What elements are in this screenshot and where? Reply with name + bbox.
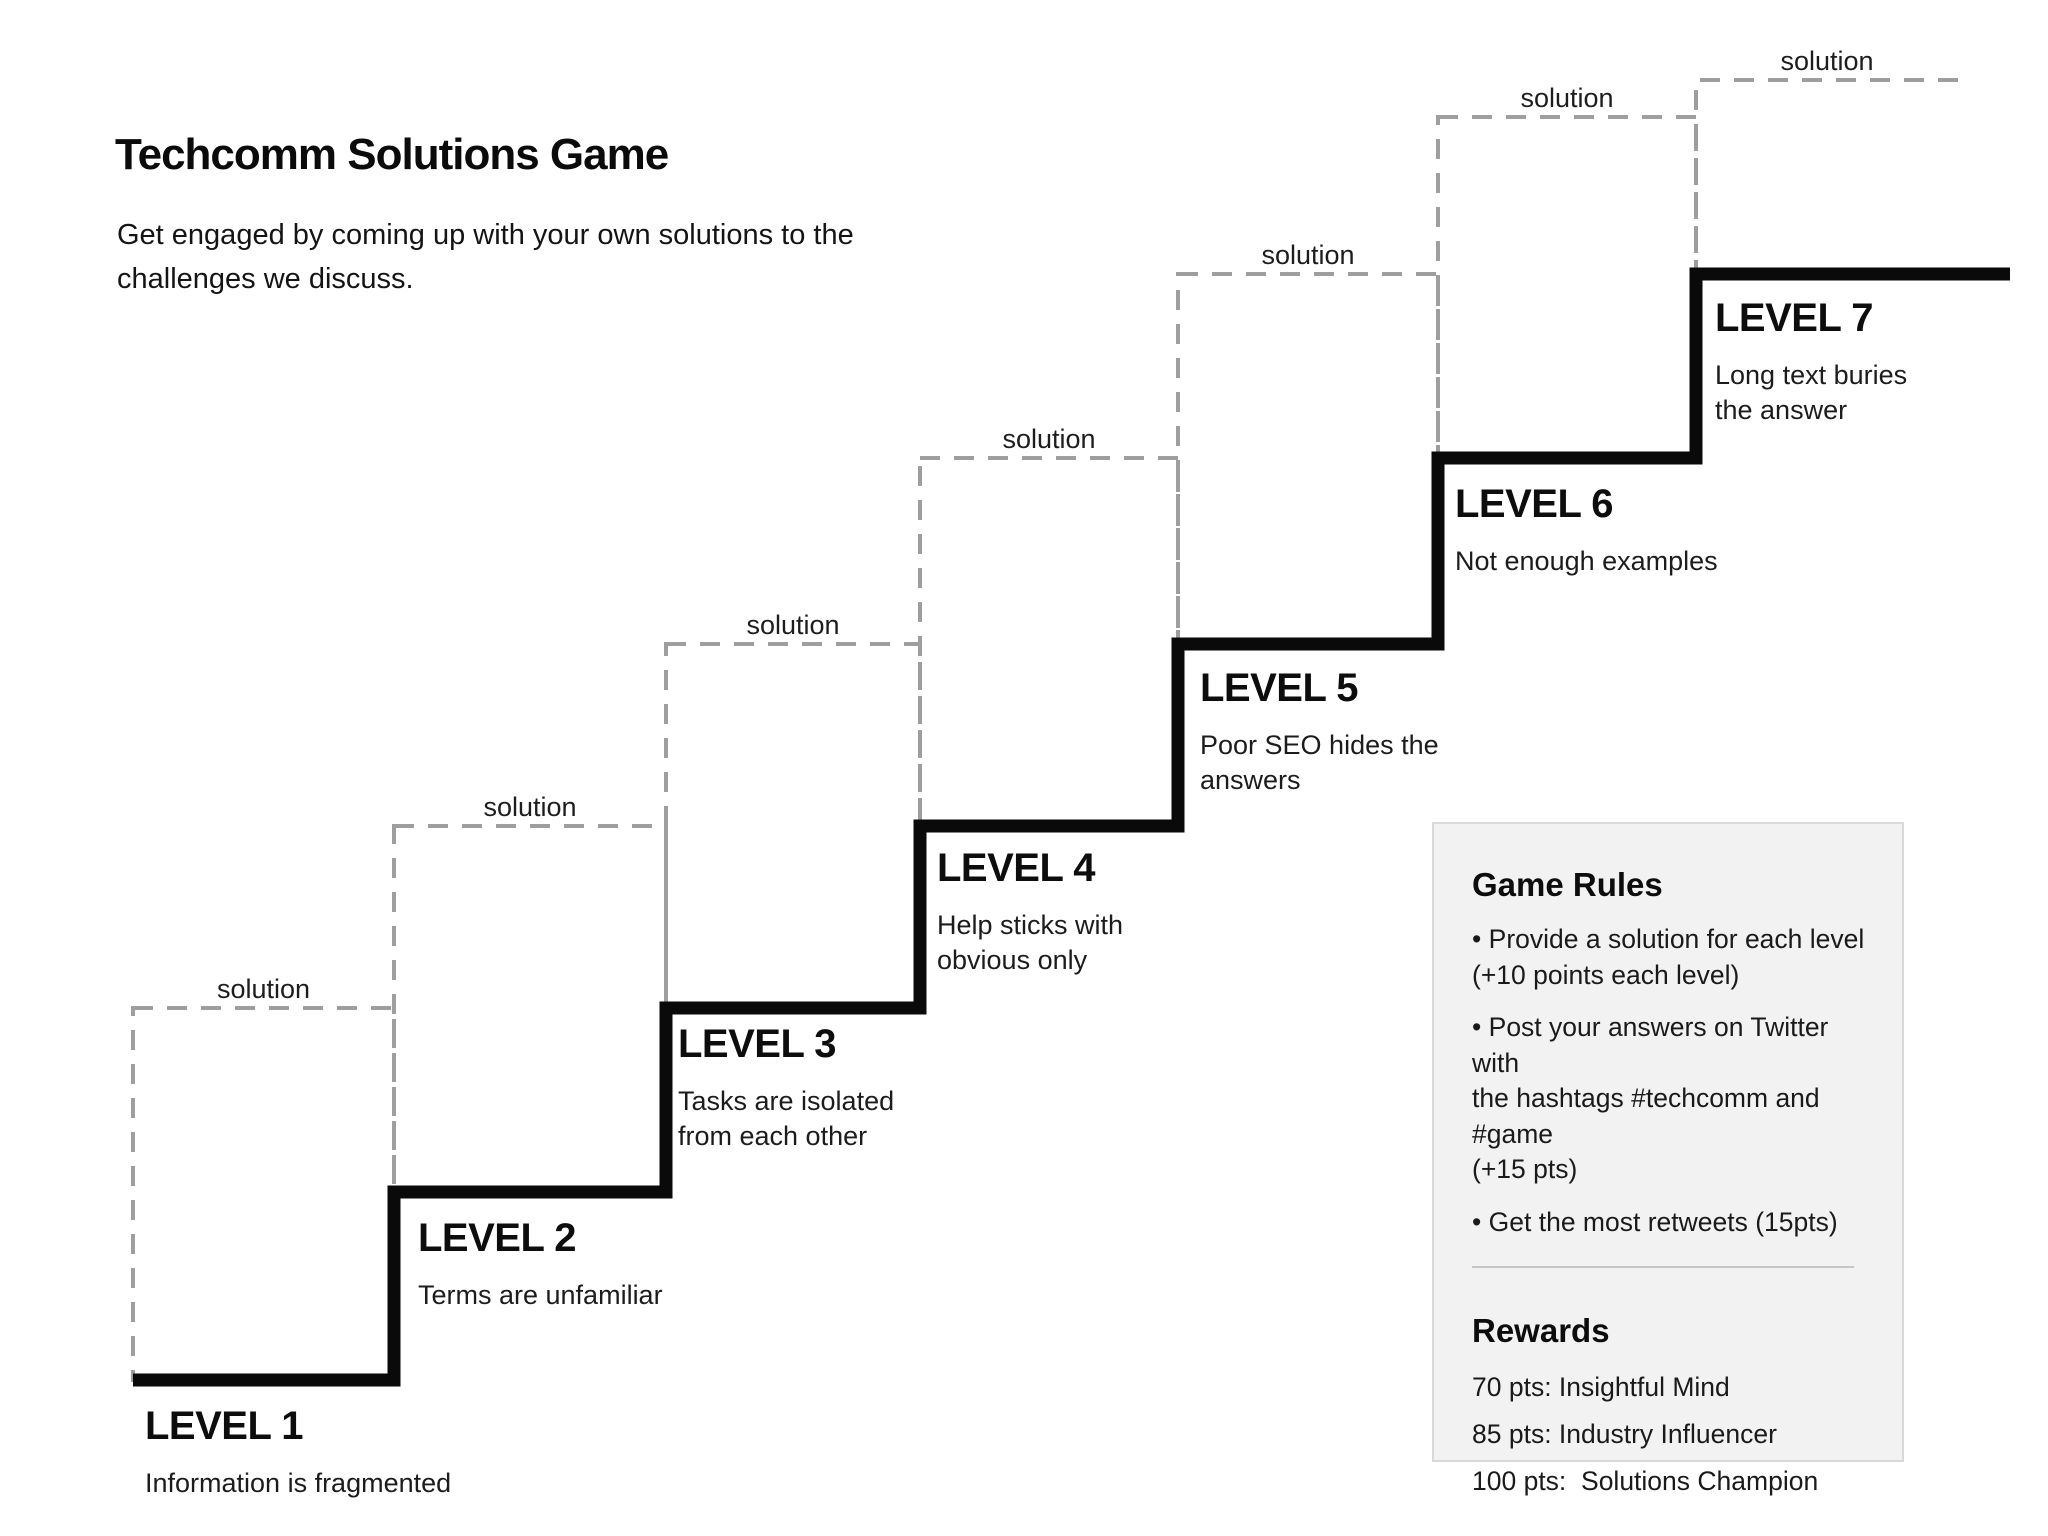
solution-label-7: solution <box>1780 46 1874 76</box>
solution-label-5: solution <box>1261 240 1355 270</box>
level-5-block: LEVEL 5 Poor SEO hides the answers <box>1200 668 1460 798</box>
level-2-title: LEVEL 2 <box>418 1216 577 1260</box>
level-5-title: LEVEL 5 <box>1200 666 1359 710</box>
solution-label-6: solution <box>1520 83 1614 113</box>
level-1-description: Information is fragmented <box>145 1468 452 1498</box>
level-7-block: LEVEL 7 Long text buries the answer <box>1715 298 1955 428</box>
level-3-description: Tasks are isolated from each other <box>678 1086 895 1152</box>
level-1-block: LEVEL 1 Information is fragmented <box>145 1406 475 1501</box>
level-3-title: LEVEL 3 <box>678 1022 837 1066</box>
rewards-heading: Rewards <box>1472 1312 1610 1349</box>
solution-box <box>1176 272 1440 646</box>
level-6-block: LEVEL 6 Not enough examples <box>1455 484 1735 579</box>
level-5-description: Poor SEO hides the answers <box>1200 730 1439 796</box>
solution-label-2: solution <box>483 792 577 822</box>
rule-item: • Provide a solution for each level (+10… <box>1472 924 1865 990</box>
solution-box <box>1436 115 1698 460</box>
page-title: Techcomm Solutions Game <box>115 130 669 179</box>
level-4-description: Help sticks with obvious only <box>937 910 1124 976</box>
solution-box <box>392 824 668 1194</box>
level-2-block: LEVEL 2 Terms are unfamiliar <box>418 1218 718 1313</box>
level-7-description: Long text buries the answer <box>1715 360 1908 426</box>
level-6-title: LEVEL 6 <box>1455 482 1614 526</box>
solution-box <box>664 642 922 1010</box>
level-7-title: LEVEL 7 <box>1715 296 1874 340</box>
solution-label-1: solution <box>216 974 311 1004</box>
page-subtitle: Get engaged by coming up with your own s… <box>117 219 854 295</box>
staircase-line <box>133 267 2010 1387</box>
level-4-block: LEVEL 4 Help sticks with obvious only <box>937 848 1197 978</box>
solution-label-3: solution <box>746 610 840 640</box>
level-3-block: LEVEL 3 Tasks are isolated from each oth… <box>678 1024 938 1154</box>
rule-item: • Post your answers on Twitter with the … <box>1472 1012 1829 1184</box>
level-1-title: LEVEL 1 <box>145 1404 304 1448</box>
panel-divider <box>1472 1266 1854 1268</box>
reward-item: 100 pts: Solutions Champion <box>1472 1466 1819 1497</box>
solution-box <box>131 1006 396 1382</box>
solution-box <box>1694 78 1958 274</box>
level-2-description: Terms are unfamiliar <box>418 1280 663 1310</box>
rule-item: • Get the most retweets (15pts) <box>1472 1206 1838 1237</box>
reward-item: 70 pts: Insightful Mind <box>1472 1372 1730 1402</box>
level-6-description: Not enough examples <box>1455 546 1718 576</box>
solution-box <box>918 456 1180 828</box>
game-rules-heading: Game Rules <box>1472 866 1663 903</box>
game-rules-panel: Game Rules • Provide a solution for each… <box>1432 822 1904 1496</box>
level-4-title: LEVEL 4 <box>937 846 1096 890</box>
reward-item: 85 pts: Industry Influencer <box>1472 1419 1777 1450</box>
solution-label-4: solution <box>1002 424 1096 454</box>
